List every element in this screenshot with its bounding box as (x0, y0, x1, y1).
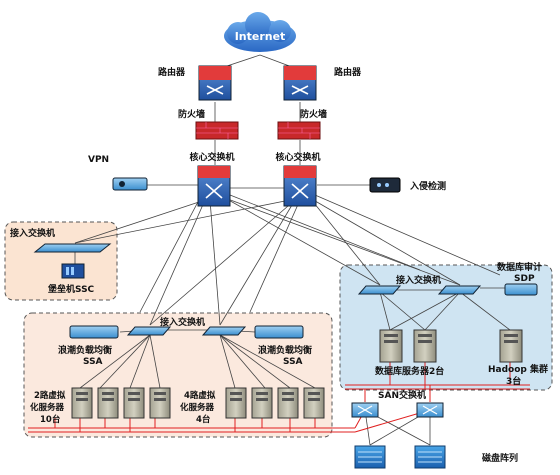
vs-right-line2: 化服务器 (180, 402, 215, 413)
server[interactable] (225, 387, 247, 419)
hadoop-line2: 3台 (506, 375, 521, 387)
san-fibre-links (28, 360, 530, 433)
left-access-zone (4, 221, 118, 301)
db-server-1[interactable] (379, 329, 403, 363)
ids-device[interactable] (369, 177, 401, 193)
san-switch-right[interactable] (416, 402, 444, 418)
db-access-switch-right[interactable] (437, 285, 482, 295)
server[interactable] (123, 387, 145, 419)
lb-left-line2: SSA (83, 357, 103, 367)
switch-arrows-icon (205, 183, 223, 199)
server[interactable] (149, 387, 171, 419)
router-left-label: 路由器 (158, 66, 186, 78)
switch-arrows-icon (422, 405, 438, 415)
internet-cloud: Internet (224, 12, 296, 52)
server[interactable] (97, 387, 119, 419)
firewall-left-label: 防火墙 (178, 108, 205, 120)
switch-arrows-icon (357, 405, 373, 415)
router-right-label: 路由器 (334, 66, 362, 78)
disk-array-left[interactable] (354, 445, 386, 469)
san-switch-label: SAN交换机 (378, 389, 426, 401)
server-access-switch-left[interactable] (126, 326, 172, 336)
router-right[interactable] (283, 65, 317, 101)
server[interactable] (251, 387, 273, 419)
left-access-switch-label: 接入交换机 (10, 227, 55, 239)
core-left-label: 核心交换机 (189, 151, 234, 163)
bastion-label: 堡垒机SSC (48, 283, 95, 295)
vs-right-line3: 4台 (196, 414, 211, 425)
lb-right-line2: SSA (283, 357, 303, 367)
router-arrows-icon (206, 85, 224, 95)
left-access-switch[interactable] (33, 243, 112, 253)
firewall-left[interactable] (195, 121, 239, 140)
server-access-switch-right[interactable] (201, 326, 247, 336)
lb-left-line1: 浪潮负载均衡 (58, 344, 112, 356)
vs-left-line3: 10台 (40, 414, 61, 425)
san-switch-left[interactable] (351, 402, 379, 418)
vpn-lock-icon (119, 181, 125, 187)
switch-arrows-icon (291, 183, 309, 199)
server-access-switch-label: 接入交换机 (160, 316, 205, 328)
firewall-right[interactable] (277, 121, 321, 140)
router-arrows-icon (291, 85, 309, 95)
ids-label: 入侵检测 (409, 180, 446, 192)
lb-right-line1: 浪潮负载均衡 (258, 344, 312, 356)
vs-left-line2: 化服务器 (30, 402, 65, 413)
db-servers-label: 数据库服务器2台 (375, 365, 444, 377)
server-fibre-drops (54, 418, 316, 432)
network-links (74, 54, 511, 446)
hadoop-server[interactable] (499, 329, 523, 363)
vs-right-line1: 4路虚拟 (184, 390, 216, 401)
disk-array-right[interactable] (414, 445, 446, 469)
vpn-device[interactable] (112, 177, 148, 191)
load-balancer-left[interactable] (69, 325, 119, 339)
virtualization-servers-4way (225, 387, 325, 419)
core-switch-right[interactable] (283, 165, 317, 207)
db-audit-device[interactable] (504, 283, 538, 296)
server[interactable] (277, 387, 299, 419)
bastion-host[interactable] (61, 263, 85, 279)
disk-array-label: 磁盘阵列 (482, 452, 518, 464)
db-server-2[interactable] (413, 329, 437, 363)
server[interactable] (303, 387, 325, 419)
db-access-switch-label: 接入交换机 (396, 274, 441, 286)
core-right-label: 核心交换机 (275, 151, 320, 163)
server[interactable] (71, 387, 93, 419)
load-balancer-right[interactable] (254, 325, 304, 339)
firewall-right-label: 防火墙 (300, 108, 327, 120)
db-audit-line1: 数据库审计 (497, 261, 542, 273)
core-switch-left[interactable] (197, 165, 231, 207)
router-left[interactable] (198, 65, 232, 101)
db-audit-line2: SDP (514, 274, 535, 284)
hadoop-line1: Hadoop 集群 (488, 363, 548, 375)
vs-left-line1: 2路虚拟 (34, 390, 66, 401)
virtualization-servers-2way (71, 387, 171, 419)
internet-label: Internet (235, 30, 286, 43)
db-access-switch-left[interactable] (357, 285, 402, 295)
vpn-label: VPN (88, 155, 109, 165)
